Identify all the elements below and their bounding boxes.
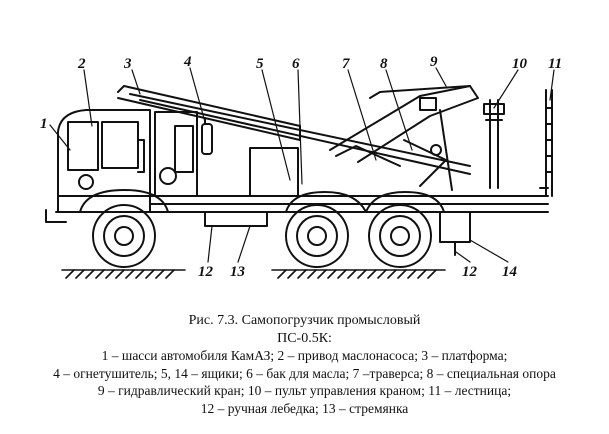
legend-line-3: 9 – гидравлический кран; 10 – пульт упра… — [97, 383, 512, 399]
figure-caption: Рис. 7.3. Самопогрузчик промысловый ПС-0… — [0, 312, 609, 418]
callout-10: 10 — [512, 56, 528, 72]
callout-9: 9 — [430, 54, 438, 70]
ladder — [545, 89, 553, 197]
under-frame-boxes — [204, 211, 471, 256]
callout-6: 6 — [292, 56, 300, 72]
leader-lines — [49, 67, 555, 263]
callout-5: 5 — [256, 56, 264, 72]
callout-13: 13 — [230, 264, 246, 280]
ground-hatching — [61, 269, 446, 279]
legend-line-2: 4 – огнетушитель; 5, 14 – ящики; 6 – бак… — [53, 365, 556, 381]
rear-wheel-1 — [285, 204, 349, 268]
fire-extinguisher — [201, 117, 213, 155]
callout-11: 11 — [548, 56, 562, 72]
callout-2: 2 — [77, 56, 86, 72]
callout-1: 1 — [40, 116, 48, 132]
callout-7: 7 — [342, 56, 350, 72]
callout-14: 14 — [502, 264, 518, 280]
rear-wheel-2 — [368, 204, 432, 268]
callout-12-left: 12 — [198, 264, 214, 280]
caption-model: ПС-0.5К: — [277, 330, 332, 346]
hydraulic-crane — [329, 85, 479, 191]
control-panel — [483, 99, 505, 189]
fenders — [79, 189, 445, 213]
callout-8: 8 — [380, 56, 388, 72]
crane-boom — [117, 85, 471, 175]
truck-crane-diagram: 1 2 3 4 5 6 7 8 9 10 11 12 13 12 14 — [40, 54, 562, 280]
legend-line-1: 1 – шасси автомобиля КамАЗ; 2 – привод м… — [101, 348, 508, 364]
callout-4: 4 — [183, 54, 192, 70]
callout-3: 3 — [123, 56, 132, 72]
legend-line-4: 12 – ручная лебедка; 13 – стремянка — [200, 400, 409, 416]
caption-title: Рис. 7.3. Самопогрузчик промысловый — [188, 313, 421, 328]
truck-cab — [45, 109, 151, 223]
front-wheel — [92, 204, 156, 268]
callout-12-right: 12 — [462, 264, 478, 280]
